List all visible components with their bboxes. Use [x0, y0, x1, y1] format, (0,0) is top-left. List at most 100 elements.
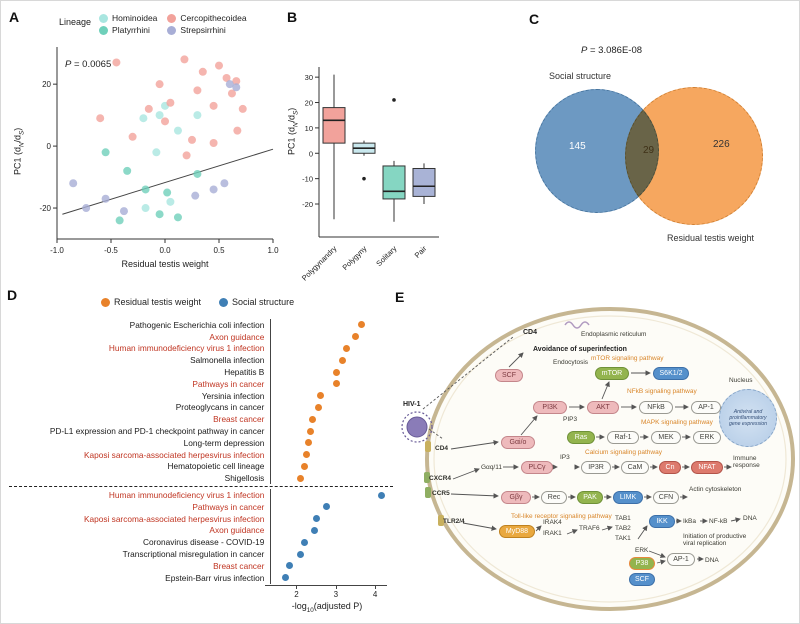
dot-row: Epstein-Barr virus infection [9, 571, 393, 584]
pak-node: PAK [577, 491, 603, 504]
scatter-point [161, 117, 169, 126]
myd88-node: MyD88 [499, 525, 535, 538]
dot-row: Kaposi sarcoma-associated herpesvirus in… [9, 448, 393, 461]
scatter-point [115, 216, 124, 225]
limk-node: LIMK [613, 491, 643, 504]
scatter-x-label: Residual testis weight [121, 259, 209, 269]
nucleus: Antiviral and proinflammatory gene expre… [719, 389, 777, 447]
scatter-point [232, 77, 241, 86]
pathway-arrow [656, 559, 666, 565]
y-tick-label: 0 [309, 149, 313, 158]
dot-cell [270, 366, 393, 378]
dot-row: Kaposi sarcoma-associated herpesvirus in… [9, 512, 393, 525]
x-tick-label: 4 [372, 589, 378, 599]
pathway-label: Salmonella infection [190, 355, 265, 366]
y-tick-label: -10 [302, 175, 313, 184]
enrichment-dot [301, 462, 309, 470]
category-label: Solitary [374, 244, 398, 268]
actin-text: Actin cytoskeleton [689, 486, 742, 493]
dot-legend-item: Social structure [219, 297, 294, 307]
initiation-text: Initiation of productive viral replicati… [683, 533, 747, 547]
pip3-text: PIP3 [563, 416, 578, 423]
dot-cell [270, 319, 393, 331]
pathway-label: Breast cancer [213, 560, 265, 571]
pathway-label: Hepatitis B [224, 367, 265, 378]
dna2-text: DNA [705, 557, 719, 564]
scatter-point [198, 67, 207, 76]
panel-b-label: B [287, 9, 298, 25]
category-label: Polygyny [341, 244, 369, 272]
panel-c-venn: C P = 3.086E-08 Social structure 145 29 … [521, 11, 797, 281]
nucleus-lab-text: Nucleus [729, 377, 753, 384]
plcg-node: PLCγ [521, 461, 553, 474]
y-tick-label: 10 [305, 124, 313, 133]
legend-title: Lineage [59, 17, 92, 27]
legend-swatch [99, 25, 109, 35]
scatter-point [193, 169, 202, 178]
dot-cell [270, 472, 393, 485]
scatter-point [232, 83, 241, 92]
dot-cell [270, 401, 393, 414]
venn-set2-label: Residual testis weight [667, 233, 755, 243]
dot-row: Axon guidance [9, 330, 393, 343]
pathway-arrow [637, 525, 648, 540]
legend-item: Cercopithecoidea [167, 13, 247, 23]
pathway-label: Human immunodeficiency virus 1 infection [108, 490, 265, 501]
panel-a-ylabel: PC1 (dN/dS) [12, 127, 26, 176]
regression-line [62, 148, 274, 215]
dot-row: Proteoglycans in cancer [9, 401, 393, 414]
enrichment-dot [301, 538, 309, 546]
venn-count-testis: 226 [713, 139, 730, 150]
nfkb-node: NFkB [639, 401, 673, 414]
panel-e-label: E [395, 289, 405, 305]
scatter-point [182, 151, 191, 160]
venn-set1-label: Social structure [549, 71, 612, 81]
pathway-label: Hematopoietic cell lineage [167, 461, 265, 472]
pathway-arrow [648, 550, 666, 558]
ap1-node: AP-1 [691, 401, 721, 414]
tak1-text: TAK1 [615, 535, 631, 542]
x-tick-label: 3 [333, 589, 339, 599]
enrichment-dot [281, 574, 289, 582]
pathway-label: Transcriptional misregulation in cancer [122, 549, 265, 560]
cfn-node: CFN [653, 491, 679, 504]
dot-cell [270, 571, 393, 584]
dot-row: Human immunodeficiency virus 1 infection [9, 342, 393, 355]
gbg-node: Gβγ [501, 491, 531, 504]
nfat-node: NFAT [691, 461, 723, 474]
dot-legend-label: Social structure [232, 297, 295, 307]
dot-cell [270, 377, 393, 390]
scatter-point [222, 73, 231, 82]
dot-cell [270, 330, 393, 343]
scatter-point [119, 207, 128, 216]
x-tick-label: 1.0 [267, 246, 279, 255]
scatter-point [225, 80, 234, 89]
dot-cell [270, 460, 393, 473]
legend-swatch [167, 25, 177, 35]
scatter-point [166, 197, 175, 206]
pathway-arrow [535, 525, 542, 532]
scatter-point [173, 213, 182, 222]
panel-d-label: D [7, 287, 18, 303]
panel-e-pathway-diagram: E Antiviral and proinflammatory gene exp… [395, 289, 799, 623]
dot-row: PD-L1 expression and PD-1 checkpoint pat… [9, 425, 393, 437]
avoidance-text: Avoidance of superinfection [533, 346, 627, 353]
outlier-point [392, 98, 396, 102]
enrichment-dot [338, 356, 346, 364]
enrichment-dot [285, 562, 293, 570]
irak4-text: IRAK4 [543, 519, 562, 526]
erk-node: ERK [693, 431, 721, 444]
mapk-pathway-text: MAPK signaling pathway [641, 419, 713, 426]
cxcr4-text: CXCR4 [429, 475, 452, 482]
scf-b-node: SCF [629, 573, 655, 586]
scatter-point [227, 89, 236, 98]
cell-membrane-inner [433, 315, 787, 603]
dna1-text: DNA [743, 515, 757, 522]
pathway-arrow [450, 439, 499, 450]
pathway-arrow [508, 352, 524, 368]
x-tick [296, 585, 298, 589]
dot-row: Pathogenic Escherichia coli infection [9, 319, 393, 331]
